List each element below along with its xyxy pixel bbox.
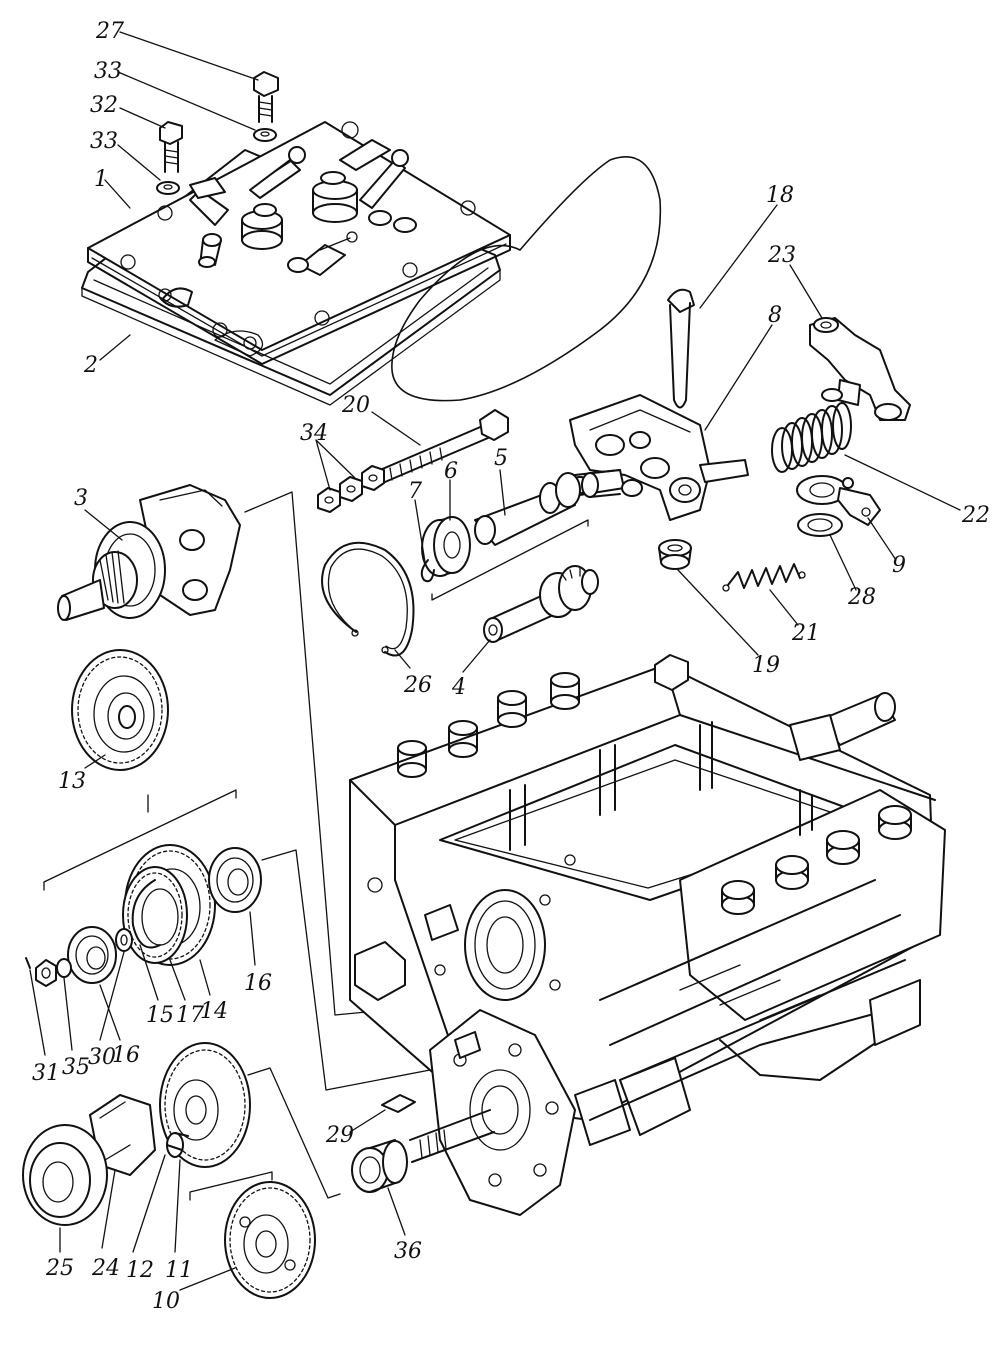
label-24: 24 [91, 1256, 120, 1281]
gear-10 [224, 1181, 316, 1299]
label-36: 36 [394, 1239, 422, 1264]
label-21: 21 [791, 621, 820, 646]
group-bracket-lower-2 [247, 1067, 341, 1199]
washer-28 [797, 513, 843, 537]
label-18: 18 [766, 183, 794, 208]
label-9: 9 [892, 553, 906, 578]
label-33b: 33 [90, 129, 118, 154]
label-14: 14 [200, 999, 228, 1024]
shaft-5 [474, 469, 621, 546]
part-labels: 27 33 32 33 1 2 18 23 8 20 34 5 6 7 3 22… [32, 19, 990, 1314]
lever-9 [796, 475, 881, 526]
ring-6 [421, 516, 471, 577]
label-5: 5 [494, 446, 508, 471]
circlip-26 [321, 541, 415, 657]
group-bracket-5-4 [431, 519, 589, 601]
label-17: 17 [176, 1003, 204, 1028]
bolt-20 [379, 409, 509, 483]
washer-35 [56, 958, 72, 978]
label-13: 13 [58, 769, 86, 794]
pump-housing [349, 654, 946, 1216]
pin-29 [381, 1094, 416, 1113]
label-12: 12 [126, 1258, 154, 1283]
bearing-16a [208, 847, 262, 913]
assembly-path-line [391, 156, 662, 402]
label-23: 23 [767, 243, 796, 268]
washer-30 [115, 928, 133, 952]
label-32: 32 [90, 93, 118, 118]
label-16a: 16 [244, 971, 272, 996]
shaft-4 [483, 565, 599, 643]
governor-lever-housing-8 [569, 394, 749, 521]
snap-ring-15 [131, 879, 161, 949]
label-10: 10 [152, 1289, 180, 1314]
label-19: 19 [752, 653, 780, 678]
pin-18 [667, 288, 695, 409]
label-33a: 33 [94, 59, 122, 84]
leader-lines [29, 31, 961, 1291]
gear-11 [159, 1042, 251, 1168]
label-11: 11 [165, 1258, 193, 1283]
label-7: 7 [408, 479, 422, 504]
label-27: 27 [95, 19, 124, 44]
nut-31 [25, 957, 57, 987]
label-16b: 16 [112, 1043, 140, 1068]
label-4: 4 [451, 675, 466, 700]
group-bracket-gears [43, 789, 237, 891]
lever-23 [809, 317, 911, 421]
label-25: 25 [45, 1256, 74, 1281]
label-15: 15 [146, 1003, 174, 1028]
cover-plate [87, 121, 511, 365]
label-26: 26 [403, 673, 432, 698]
label-22: 22 [961, 503, 990, 528]
hub-25 [22, 1124, 108, 1226]
bushing-19 [658, 539, 692, 570]
label-30: 30 [88, 1045, 116, 1070]
label-20: 20 [341, 393, 370, 418]
nuts-34 [317, 465, 385, 513]
label-29: 29 [325, 1123, 354, 1148]
coupling-3 [57, 484, 241, 621]
label-34: 34 [300, 421, 328, 446]
key-12 [166, 1132, 189, 1158]
label-31: 31 [32, 1061, 60, 1086]
label-1: 1 [94, 167, 108, 192]
label-6: 6 [444, 459, 458, 484]
label-8: 8 [768, 303, 782, 328]
spring-21 [722, 563, 806, 592]
bearing-16b [67, 926, 117, 984]
spring-22 [771, 402, 852, 473]
sleeve-36 [351, 1139, 408, 1193]
bolt-27 [253, 71, 279, 142]
label-28: 28 [847, 585, 876, 610]
assembly-line-gears [261, 849, 431, 1091]
bolt-32 [156, 121, 183, 195]
circlip-7 [420, 559, 435, 583]
label-3: 3 [74, 486, 88, 511]
group-bracket-lower [189, 1171, 273, 1201]
label-2: 2 [83, 353, 98, 378]
gear-13 [71, 649, 169, 771]
label-35: 35 [62, 1055, 90, 1080]
